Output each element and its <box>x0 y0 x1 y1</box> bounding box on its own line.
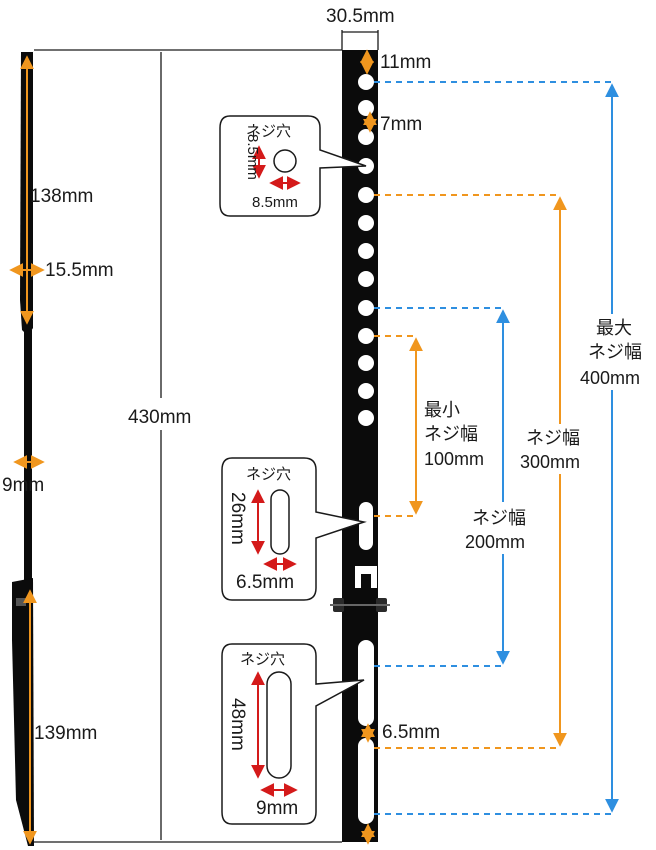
side-dimension-lines <box>9 55 45 845</box>
hole-shape <box>273 149 297 173</box>
callout-slot-low-width: 9mm <box>256 798 298 819</box>
callout-slot-low-title: ネジ穴 <box>240 651 285 668</box>
span-300-line1: ネジ幅 <box>526 428 580 448</box>
top-width-dimension <box>341 30 379 50</box>
label-upper-arm-thickness: 15.5mm <box>45 260 114 281</box>
label-hole-gap: 7mm <box>380 114 422 135</box>
total-height-lines <box>34 49 342 843</box>
callout-hole-width: 8.5mm <box>252 194 298 211</box>
label-spine-thickness: 9mm <box>2 475 44 496</box>
callout-hole-title: ネジ穴 <box>246 123 291 140</box>
plate-dimension-arrows <box>360 49 377 845</box>
label-slot-gap: 6.5mm <box>382 722 440 743</box>
long-slot-lower <box>358 738 374 824</box>
long-slot-upper <box>358 640 374 726</box>
front-bracket <box>330 50 390 842</box>
span-min-value: 100mm <box>424 449 484 469</box>
span-200-line1: ネジ幅 <box>472 508 526 528</box>
span-200-value: 200mm <box>465 532 525 552</box>
label-top-width: 30.5mm <box>326 6 395 27</box>
callout-slot-mid-height: 26mm <box>227 492 248 545</box>
callout-long-slot: ネジ穴 48mm 9mm <box>221 643 365 825</box>
span-300-value: 300mm <box>520 452 580 472</box>
span-max-line1: 最大 <box>596 318 632 338</box>
lower-arm-tab <box>16 598 26 606</box>
callout-hole-height: 8.5mm <box>244 134 261 180</box>
label-total-height: 430mm <box>128 407 191 428</box>
callout-slot-mid-title: ネジ穴 <box>246 466 291 483</box>
span-max-line2: ネジ幅 <box>588 342 642 362</box>
callout-round-hole: ネジ穴 8.5mm 8.5mm <box>219 115 367 217</box>
callout-short-slot: ネジ穴 26mm 6.5mm <box>221 457 367 601</box>
slot-low-shape <box>266 671 292 779</box>
callout-slot-low-height: 48mm <box>227 698 248 751</box>
span-min-line2: ネジ幅 <box>424 424 478 444</box>
label-upper-arm-length: 138mm <box>30 186 93 207</box>
pitch-dashed-lines <box>374 81 612 815</box>
short-slot <box>359 502 373 550</box>
callout-slot-mid-width: 6.5mm <box>236 572 294 593</box>
span-max-value: 400mm <box>580 368 640 388</box>
slot-mid-shape <box>270 489 290 555</box>
label-lower-arm-length: 139mm <box>34 723 97 744</box>
spine-profile <box>24 330 32 580</box>
span-min-line1: 最小 <box>424 400 460 420</box>
label-hole-top-offset: 11mm <box>380 52 431 73</box>
